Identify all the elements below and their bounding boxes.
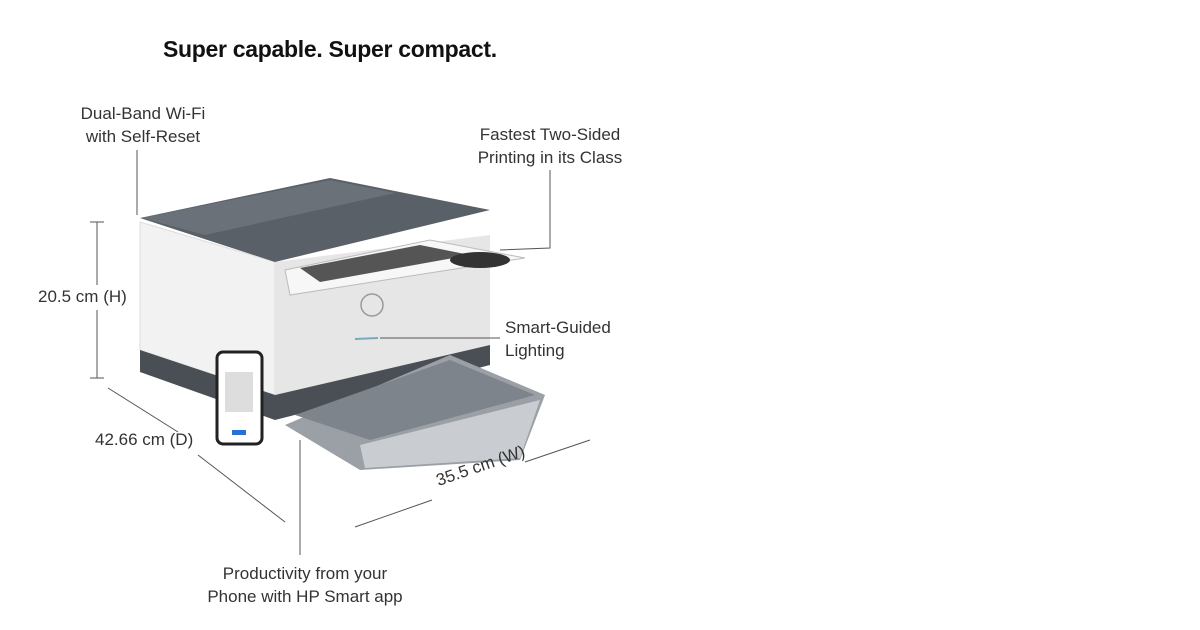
callout-line: Dual-Band Wi-Fi: [80, 104, 206, 123]
callout-line: Printing in its Class: [477, 148, 623, 167]
page-title: Super capable. Super compact.: [163, 36, 497, 62]
callout-line: Smart-Guided: [505, 318, 611, 337]
callout-line: Lighting: [505, 341, 565, 360]
hp-logo: [360, 293, 384, 317]
callout-lighting: Smart-Guided Lighting: [505, 316, 611, 362]
callout-wifi: Dual-Band Wi-Fi with Self-Reset: [70, 102, 216, 148]
callout-duplex: Fastest Two-Sided Printing in its Class: [470, 123, 630, 169]
dimension-height: 20.5 cm (H): [38, 287, 127, 306]
callout-line: Fastest Two-Sided: [479, 125, 621, 144]
callout-line: Phone with HP Smart app: [207, 587, 403, 606]
callout-line: Productivity from your: [222, 564, 388, 583]
callout-line: with Self-Reset: [85, 127, 201, 146]
printer-top: [140, 178, 490, 262]
dimension-depth: 42.66 cm (D): [95, 430, 194, 449]
callout-app: Productivity from your Phone with HP Sma…: [200, 562, 410, 608]
